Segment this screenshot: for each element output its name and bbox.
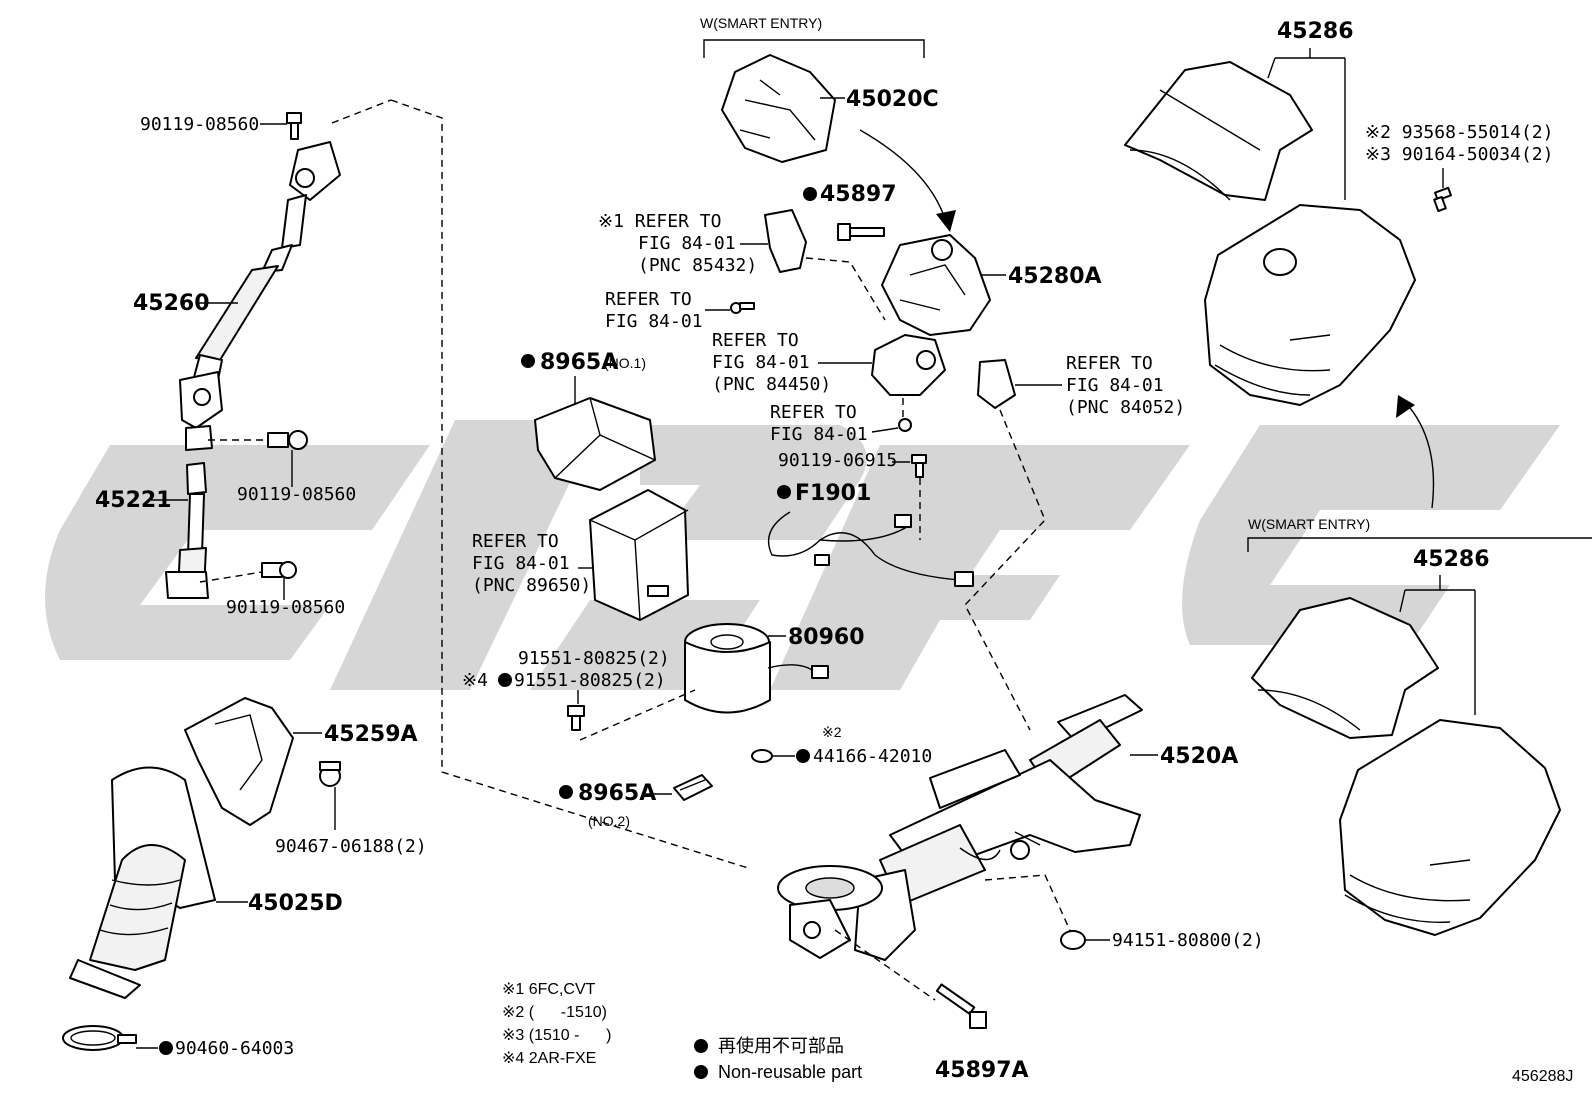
label-93568-55014: ※2 93568-55014(2) [1365,122,1553,143]
label-45897A: 45897A [935,1058,1029,1083]
column-cover-upper-top [1124,61,1313,201]
label-8965A-no1: 8965A [540,350,618,375]
label-45259A: 45259A [324,722,418,747]
screw-ref2 [730,302,755,314]
o-ring-44166-42010 [751,749,773,763]
install-arrow-right [1404,401,1435,509]
label-8965A-no2: 8965A [578,781,656,806]
label-F1901: F1901 [795,481,871,506]
figure-id: 456288J [1512,1068,1573,1085]
column-assembly-dashed-link [390,99,749,869]
boot-45025D [69,766,216,999]
label-90460-64003: 90460-64003 [175,1038,294,1059]
non-reusable-dot [159,1041,173,1055]
label-94151-80800: 94151-80800(2) [1112,930,1264,951]
label-45221: 45221 [95,488,172,513]
bolt-90119-06915 [911,454,927,478]
ref2-line1: REFER TO [605,289,692,310]
ref6-line2: FIG 84-01 [472,553,570,574]
screw-ref4 [898,418,912,432]
smart-entry-header-top: W(SMART ENTRY) [700,15,822,31]
label-44166-42010: 44166-42010 [813,746,932,767]
coil-80960 [684,623,829,714]
label-91551-b-prefix: ※4 [462,670,488,691]
legend-english: Non-reusable part [718,1062,862,1082]
screw-91551 [567,705,585,731]
footnote-2: ※2 ( -1510) [502,1004,607,1021]
label-80960: 80960 [788,625,865,650]
label-90467-06188: 90467-06188(2) [275,836,427,857]
smart-entry-bracket-right [1247,537,1592,552]
footnote-1: ※1 6FC,CVT [502,981,596,998]
label-45260: 45260 [133,291,210,316]
ref4-line2: FIG 84-01 [770,424,868,445]
ref6-line1: REFER TO [472,531,559,552]
bolt-90119-08560-low [261,561,297,579]
clamp-90460-64003 [62,1025,137,1051]
smart-entry-header-right: W(SMART ENTRY) [1248,516,1370,532]
footnote-3: ※3 (1510 - ) [502,1027,611,1044]
bolt-45897A [935,983,987,1029]
ref3-line3: (PNC 84450) [712,374,831,395]
label-45280A: 45280A [1008,264,1102,289]
ref2-line2: FIG 84-01 [605,311,703,332]
ref3-line1: REFER TO [712,330,799,351]
ref4-line1: REFER TO [770,402,857,423]
label-45286-right: 45286 [1413,547,1490,572]
column-cover-lower-top [1204,204,1416,406]
shaft-45221 [165,462,209,599]
sensor-pnc-84052 [977,359,1016,409]
cover-45259A [184,697,294,826]
label-no2: (NO.2) [588,813,630,829]
label-45897: 45897 [820,182,897,207]
ref3-line2: FIG 84-01 [712,352,810,373]
note2-mark-44166: ※2 [822,724,842,740]
note1-refer-line2: FIG 84-01 [638,233,736,254]
steering-column-4520A [777,694,1143,961]
label-45286-top: 45286 [1277,19,1354,44]
label-4520A: 4520A [1160,744,1238,769]
label-90164-50034: ※3 90164-50034(2) [1365,144,1553,165]
bolt-90119-08560-top [286,112,302,140]
label-no1: (NO.1) [604,355,646,371]
note1-refer-line1: ※1 REFER TO [598,211,721,232]
bolt-45897 [837,223,885,241]
label-45020C: 45020C [846,87,939,112]
bolt-90119-08560-mid [267,430,308,450]
column-cover-upper-right [1251,597,1439,739]
smart-entry-bracket-top [703,39,925,58]
intermediate-shaft-45260 [179,141,341,451]
module-pnc-89650 [589,489,689,621]
clip-90467-06188 [319,761,341,787]
key-cylinder-housing-45280A [881,234,991,336]
install-arrow-top [859,129,947,223]
label-90119-06915: 90119-06915 [778,450,897,471]
note1-refer-line3: (PNC 85432) [638,255,757,276]
bracket-8965A-no2 [673,774,713,801]
wire-harness-F1901 [767,511,974,587]
ref5-line2: FIG 84-01 [1066,375,1164,396]
column-cover-lower-right [1339,719,1561,936]
label-91551-b: 91551-80825(2) [514,670,666,691]
nut-94151-80800 [1060,930,1086,950]
label-91551-a: 91551-80825(2) [518,648,670,669]
footnote-4: ※4 2AR-FXE [502,1050,596,1067]
label-90119-08560-mid: 90119-08560 [237,484,356,505]
label-45025D: 45025D [248,891,343,916]
label-90119-08560-low: 90119-08560 [226,597,345,618]
switch-pnc-84450 [871,334,946,396]
sensor-pnc-85432 [764,209,807,273]
ref5-line3: (PNC 84052) [1066,397,1185,418]
ecu-8965A-no1 [534,397,656,491]
lock-cover-45020C [721,54,836,163]
ref5-line1: REFER TO [1066,353,1153,374]
legend-japanese: 再使用不可部品 [718,1036,844,1056]
ref6-line3: (PNC 89650) [472,575,591,596]
screw-93568-90164 [1433,186,1452,213]
label-90119-08560-top: 90119-08560 [140,114,259,135]
